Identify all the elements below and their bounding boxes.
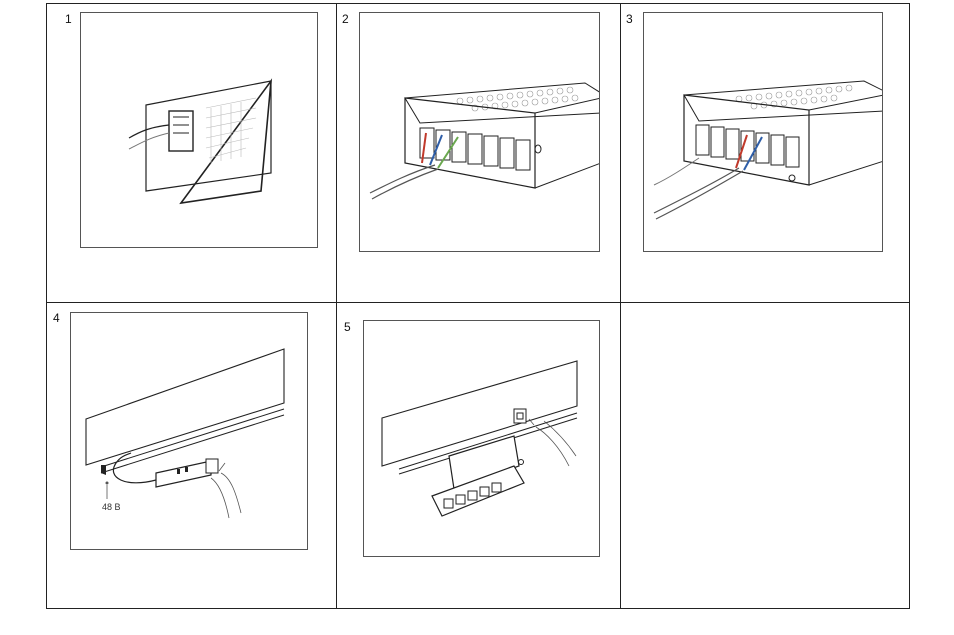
- step-illustration: [80, 12, 318, 248]
- step-cell-empty: [620, 302, 910, 609]
- step-number: 5: [344, 320, 351, 334]
- step-cell-4: 4 48 В: [46, 302, 337, 609]
- step-number: 1: [65, 12, 72, 26]
- instruction-grid: 1: [46, 3, 910, 609]
- power-supply-output-icon: [653, 80, 882, 220]
- panel-driver-icon: [128, 78, 273, 205]
- step-illustration: [70, 312, 308, 550]
- step-illustration: [359, 12, 600, 252]
- cable-voltage-label: 48 В: [102, 502, 121, 512]
- power-supply-wiring-icon: [369, 82, 599, 200]
- step-illustration: [363, 320, 600, 557]
- step-number: 2: [342, 12, 349, 26]
- step-cell-1: 1: [46, 3, 337, 303]
- track-connector-icon: [85, 348, 285, 519]
- step-illustration: [643, 12, 883, 252]
- step-cell-2: 2: [336, 3, 621, 303]
- track-spotlight-icon: [381, 360, 578, 517]
- step-cell-3: 3: [620, 3, 910, 303]
- step-number: 4: [53, 311, 60, 325]
- step-cell-5: 5: [336, 302, 621, 609]
- step-number: 3: [626, 12, 633, 26]
